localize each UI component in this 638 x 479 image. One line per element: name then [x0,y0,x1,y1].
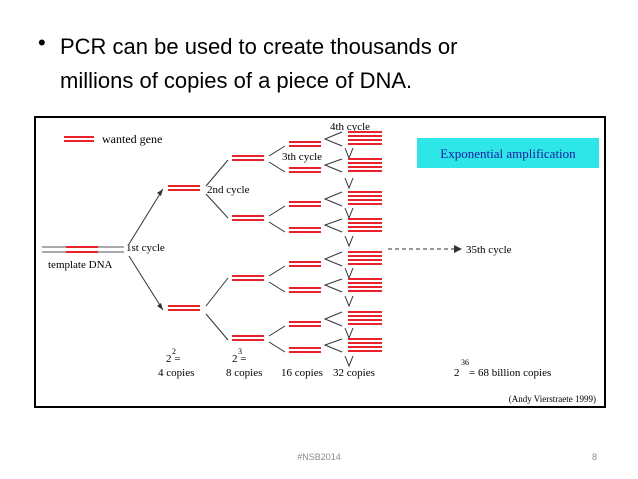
down-arrow-8 [344,355,354,368]
down-arrow-3 [344,207,354,220]
total-exp: 36 [461,358,469,367]
page-number: 8 [592,452,598,462]
template-label: template DNA [48,259,113,271]
count-4-label: 4 copies [158,367,194,379]
branch-2b [205,193,229,219]
branch-1a [128,188,164,245]
chevron-5 [323,251,343,267]
down-arrow-7 [344,327,354,340]
count-16-label: 16 copies [281,367,323,379]
branch-2d [205,313,229,341]
dashed-arrowhead [454,245,462,253]
branch-3g [268,325,286,337]
count-4-exp: 2 [172,347,176,356]
chevron-6 [323,278,343,293]
chevron-1 [323,131,343,147]
count-8-label: 8 copies [226,367,262,379]
chevrons [323,131,343,353]
branch-3h [268,341,286,353]
total-rest: = 68 billion copies [469,367,551,379]
branch-3e [268,265,286,277]
legend: wanted gene [64,132,162,146]
template-dna: template DNA [42,246,124,271]
bullet-dot: • [38,30,46,55]
branch-1b [128,255,164,311]
copy-counts: 2 = 2 4 copies 2 = 3 8 copies 16 copies … [158,347,551,379]
banner-bg [417,138,599,168]
branch-2a [205,159,229,187]
branch-3a [268,145,286,157]
pcr-diagram: wanted gene Exponential amplification te… [34,116,606,408]
branch-3d [268,221,286,233]
cycle-label-35: 35th cycle [466,244,512,256]
count-32-label: 32 copies [333,367,375,379]
cycle-label-1: 1st cycle [126,242,165,254]
chevron-8 [323,338,343,353]
chevron-7 [323,311,343,327]
banner-label: Exponential amplification [440,146,576,161]
down-arrow-2 [344,177,354,190]
bullet-text: PCR can be used to create thousands or m… [60,30,600,98]
down-arrow-1 [344,147,354,160]
total-base: 2 [454,367,460,379]
down-arrow-5 [344,267,354,280]
down-arrow-4 [344,235,354,248]
dna-strands [168,131,382,353]
branch-3f [268,281,286,293]
bullet-line-2: millions of copies of a piece of DNA. [60,68,413,93]
cycle-label-3: 3th cycle [282,151,322,163]
branch-2c [205,277,229,307]
dashed-arrow: 35th cycle [388,244,512,256]
down-arrow-6 [344,295,354,308]
bullet-line-1: PCR can be used to create thousands or [60,34,458,59]
arrowhead-1b [157,303,163,310]
count-8-power: 2 = [232,353,246,365]
credit-label: (Andy Vierstraete 1999) [509,394,596,404]
branch-lines [128,145,286,353]
pcr-diagram-svg: wanted gene Exponential amplification te… [42,121,599,404]
chevron-2 [323,158,343,173]
cycle-label-2: 2nd cycle [207,184,250,196]
arrowheads [157,189,163,310]
count-8-exp: 3 [238,347,242,356]
arrowhead-1a [157,189,163,196]
chevron-3 [323,191,343,207]
count-4-power: 2 = [166,353,180,365]
cycle-label-4: 4th cycle [330,121,370,133]
legend-label: wanted gene [102,132,162,146]
branch-3b [268,161,286,173]
chevron-4 [323,218,343,233]
branch-3c [268,205,286,217]
exponential-banner: Exponential amplification [417,138,599,168]
footer-tag: #NSB2014 [297,452,341,462]
